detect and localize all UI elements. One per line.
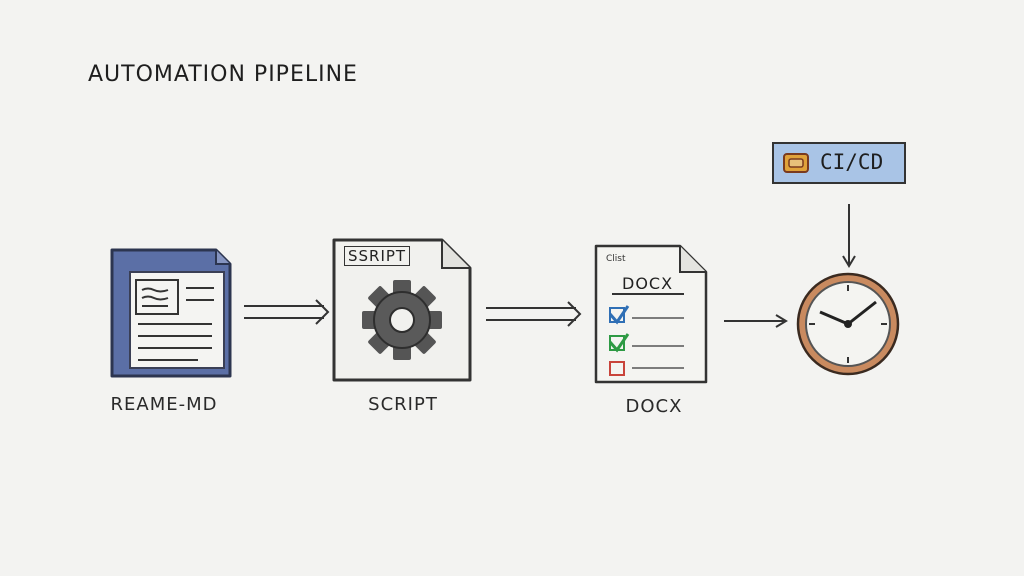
docx-label: DOCX bbox=[625, 396, 683, 417]
clock-node bbox=[794, 272, 906, 384]
cicd-node: CI/CD bbox=[772, 142, 906, 184]
script-node: SSRIPT bbox=[330, 236, 475, 388]
readme-label: REAME-MD bbox=[110, 394, 218, 415]
docx-corner-note: Clist bbox=[606, 254, 626, 264]
server-icon bbox=[783, 153, 809, 173]
arrow-docx-to-clock bbox=[724, 314, 788, 328]
clock-icon bbox=[796, 272, 900, 376]
checklist-document-icon bbox=[594, 244, 708, 384]
arrow-cicd-to-clock bbox=[842, 204, 856, 268]
script-label: SCRIPT bbox=[368, 394, 438, 415]
docx-header: DOCX bbox=[622, 274, 674, 293]
script-document-icon bbox=[332, 238, 472, 382]
diagram-title: AUTOMATION PIPELINE bbox=[88, 62, 358, 87]
cicd-label: CI/CD bbox=[820, 150, 884, 174]
gear-icon bbox=[362, 280, 442, 360]
script-header: SSRIPT bbox=[344, 246, 411, 266]
arrow-readme-to-script bbox=[244, 299, 330, 325]
readme-node bbox=[108, 248, 233, 384]
document-icon bbox=[110, 248, 232, 378]
arrow-script-to-docx bbox=[486, 301, 582, 327]
docx-node: Clist DOCX bbox=[592, 242, 710, 390]
